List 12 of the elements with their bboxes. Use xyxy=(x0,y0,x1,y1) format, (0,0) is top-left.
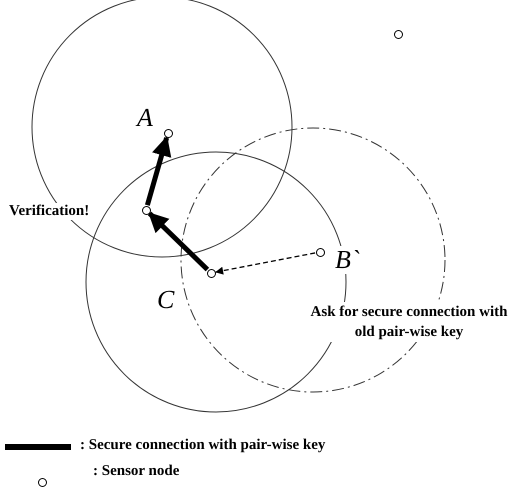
node-label: Verification! xyxy=(8,203,90,220)
sensor-node xyxy=(394,30,402,38)
sensor-node xyxy=(164,128,172,138)
dashed-arrow xyxy=(215,252,316,275)
thick-arrow xyxy=(148,212,210,272)
legend-text: : Secure connection with pair-wise key xyxy=(80,438,326,453)
thick-arrow xyxy=(144,136,172,206)
sensor-node xyxy=(206,268,216,278)
legend-text: : Sensor node xyxy=(93,464,180,479)
sensor-node xyxy=(316,248,324,256)
node-label: B` xyxy=(334,246,361,274)
sensor-node xyxy=(142,206,150,214)
